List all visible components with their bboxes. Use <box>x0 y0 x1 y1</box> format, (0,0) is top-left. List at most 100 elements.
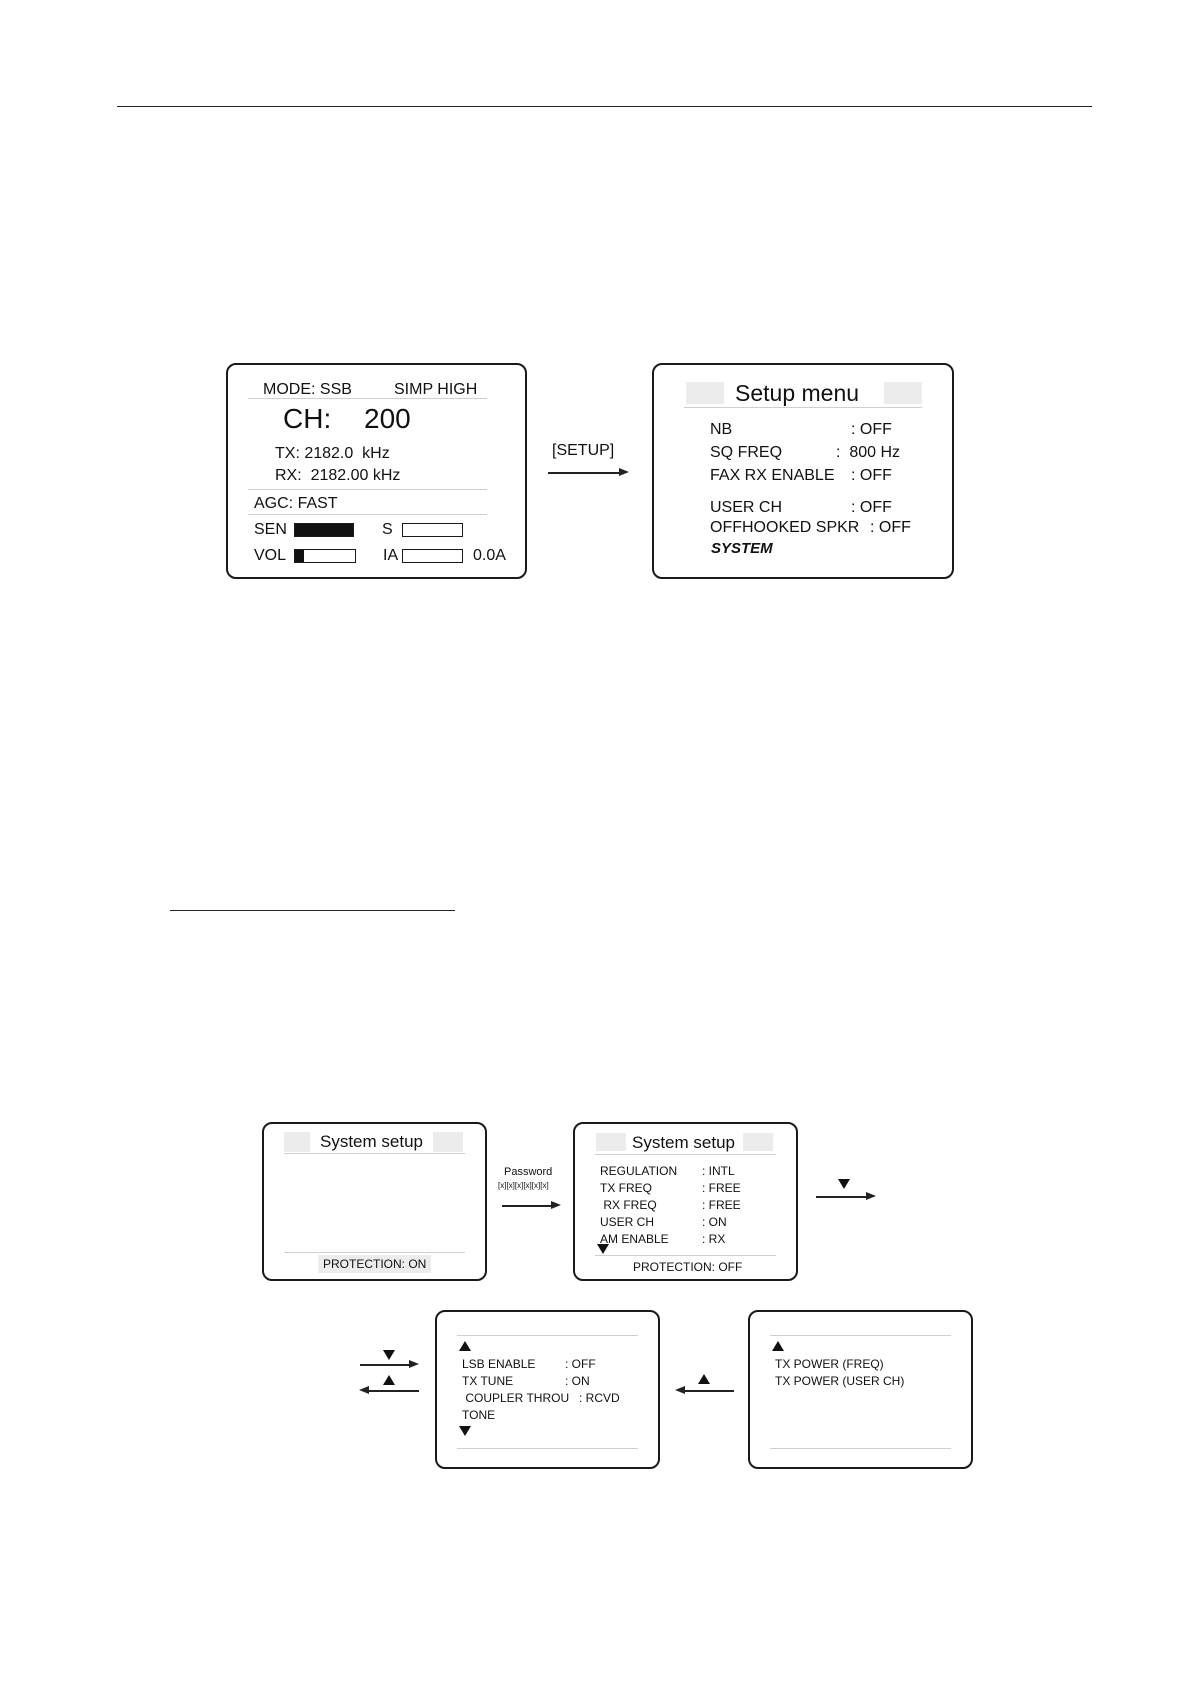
rx-freq-value: : FREE <box>702 1198 741 1212</box>
channel-label: CH: <box>283 403 332 434</box>
user-ch-label: USER CH <box>710 499 783 516</box>
ia-meter <box>402 549 463 563</box>
setup-arrow <box>548 472 621 474</box>
am-enable-label: AM ENABLE <box>600 1232 669 1246</box>
vol-meter-fill <box>295 550 304 562</box>
scroll-up-icon <box>698 1374 710 1384</box>
ia-label: IA <box>383 547 399 564</box>
sen-label: SEN <box>254 521 287 538</box>
vol-label: VOL <box>254 547 287 564</box>
password-arrow <box>502 1205 552 1207</box>
rx-freq-label: RX FREQ <box>600 1198 657 1212</box>
scroll-down-icon <box>597 1244 609 1254</box>
back-arrow-head <box>359 1386 369 1394</box>
tx-freq-label: TX FREQ <box>600 1181 653 1195</box>
divider <box>457 1448 638 1449</box>
lsb-enable-label: LSB ENABLE <box>462 1357 536 1371</box>
password-label: Password <box>504 1166 553 1178</box>
offhook-label: OFFHOOKED SPKR <box>710 519 860 536</box>
tx-power-freq-label: TX POWER (FREQ) <box>775 1357 884 1371</box>
scroll-down-icon <box>838 1179 850 1189</box>
user-ch-value: : ON <box>702 1215 727 1229</box>
user-ch-value: : OFF <box>851 499 892 516</box>
nb-label: NB <box>710 421 733 438</box>
tx-tune-label: TX TUNE <box>462 1374 514 1388</box>
tx-freq-value: : FREE <box>702 1181 741 1195</box>
tone-label: TONE <box>462 1408 496 1422</box>
title-shade-right <box>743 1133 773 1151</box>
divider <box>770 1448 951 1449</box>
system-setup-locked-screen: System setup PROTECTION: ON <box>262 1122 487 1281</box>
system-setup-title: System setup <box>320 1132 423 1151</box>
password-arrow-head <box>551 1201 561 1209</box>
main-display-screen: MODE: SSB SIMP HIGH CH: 200 TX: 2182.0 k… <box>226 363 527 579</box>
am-enable-value: : RX <box>702 1232 726 1246</box>
coupler-throu-value: : RCVD <box>579 1391 620 1405</box>
protection-status: PROTECTION: ON <box>323 1257 427 1271</box>
forward-arrow-head <box>409 1360 419 1368</box>
tx-power-user-ch-label: TX POWER (USER CH) <box>775 1374 905 1388</box>
regulation-label: REGULATION <box>600 1164 678 1178</box>
title-shade-left <box>284 1132 310 1152</box>
sq-freq-value: : 800 Hz <box>836 444 901 461</box>
ia-value: 0.0A <box>473 547 506 564</box>
system-setup-unlocked-screen: System setup REGULATION : INTL TX FREQ :… <box>573 1122 798 1281</box>
divider <box>284 1153 465 1154</box>
setup-menu-title: Setup menu <box>735 380 860 406</box>
title-shade-left <box>686 382 724 404</box>
tx-tune-value: : ON <box>565 1374 590 1388</box>
setup-arrow-head <box>619 468 629 476</box>
scroll-down-icon <box>459 1426 471 1436</box>
fax-rx-value: : OFF <box>851 467 892 484</box>
divider <box>457 1335 638 1336</box>
divider <box>684 407 922 408</box>
protection-status: PROTECTION: OFF <box>633 1260 743 1274</box>
offhook-value: : OFF <box>870 519 911 536</box>
title-shade-right <box>884 382 922 404</box>
top-rule <box>117 106 1092 107</box>
nb-value: : OFF <box>851 421 892 438</box>
previous-page-arrow <box>684 1390 734 1392</box>
simp-label: SIMP HIGH <box>394 381 478 398</box>
regulation-value: : INTL <box>702 1164 735 1178</box>
scroll-up-icon <box>772 1341 784 1351</box>
password-mask: [x][x][x][x][x][x] <box>498 1181 549 1190</box>
coupler-throu-label: COUPLER THROU <box>462 1391 570 1405</box>
setup-menu-screen: Setup menu NB : OFF SQ FREQ : 800 Hz FAX… <box>652 363 954 579</box>
s-meter <box>402 523 463 537</box>
tx-frequency: TX: 2182.0 kHz <box>275 445 390 462</box>
channel-value: 200 <box>364 403 411 434</box>
system-setup-title: System setup <box>632 1133 735 1152</box>
sq-freq-label: SQ FREQ <box>710 444 783 461</box>
title-shade-left <box>596 1133 626 1151</box>
next-page-arrow-head <box>866 1192 876 1200</box>
vol-meter <box>294 549 356 563</box>
system-page2-screen: LSB ENABLE : OFF TX TUNE : ON COUPLER TH… <box>435 1310 660 1469</box>
s-label: S <box>382 521 393 538</box>
protection-shade <box>318 1255 431 1273</box>
mode-label: MODE: SSB <box>263 381 352 398</box>
system-item: SYSTEM <box>711 540 773 557</box>
setup-key-label: [SETUP] <box>552 442 615 459</box>
divider <box>595 1255 776 1256</box>
divider <box>248 514 487 515</box>
divider <box>248 398 487 399</box>
forward-arrow <box>360 1364 410 1366</box>
scroll-down-icon <box>383 1350 395 1360</box>
title-shade-right <box>433 1132 463 1152</box>
previous-page-arrow-head <box>675 1386 685 1394</box>
rx-frequency: RX: 2182.00 kHz <box>275 467 401 484</box>
sen-meter-fill <box>295 524 353 536</box>
system-page3-screen: TX POWER (FREQ) TX POWER (USER CH) <box>748 1310 973 1469</box>
divider <box>595 1154 776 1155</box>
divider <box>284 1252 465 1253</box>
fax-rx-label: FAX RX ENABLE <box>710 467 835 484</box>
sen-meter <box>294 523 354 537</box>
scroll-up-icon <box>459 1341 471 1351</box>
divider <box>248 489 487 490</box>
scroll-up-icon <box>383 1375 395 1385</box>
divider <box>770 1335 951 1336</box>
agc-label: AGC: FAST <box>254 495 338 512</box>
back-arrow <box>367 1390 419 1392</box>
section-underline <box>170 910 455 911</box>
